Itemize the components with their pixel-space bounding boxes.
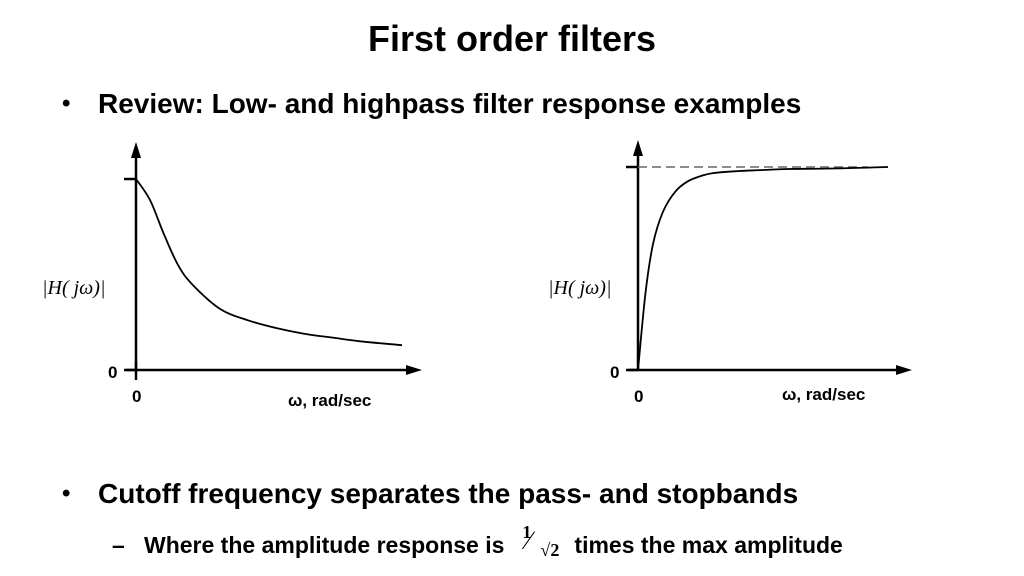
radical-icon: √: [540, 540, 551, 560]
bullet-review: • Review: Low- and highpass filter respo…: [62, 88, 801, 120]
bullet-dot: •: [62, 480, 71, 507]
y-axis-label: |H( jω)|: [548, 277, 611, 299]
fraction-numerator: 1: [522, 522, 532, 542]
x-tick-zero: 0: [132, 387, 141, 406]
x-axis-arrow: [406, 365, 422, 375]
sub-bullet-prefix: Where the amplitude response is: [144, 531, 505, 558]
highpass-curve: [637, 166, 889, 371]
sub-bullet-amplitude: – Where the amplitude response is 1 ⁄ √2…: [112, 522, 843, 566]
one-over-root-two-fraction: 1 ⁄ √2: [520, 522, 564, 566]
x-axis-label: ω, rad/sec: [782, 385, 865, 404]
fraction-slash: ⁄: [526, 526, 531, 555]
y-axis-arrow: [633, 140, 643, 156]
y-axis-arrow: [131, 142, 141, 158]
bullet-dot: •: [62, 90, 71, 117]
radicand: 2: [550, 540, 560, 560]
highpass-plot: |H( jω)| 0 0 ω, rad/sec: [548, 140, 912, 406]
sub-bullet-dash: –: [112, 531, 125, 558]
bullet-cutoff: • Cutoff frequency separates the pass- a…: [62, 478, 798, 510]
x-tick-zero: 0: [634, 387, 643, 406]
y-tick-zero: 0: [610, 363, 619, 382]
bullet-cutoff-text: Cutoff frequency separates the pass- and…: [98, 478, 799, 509]
bullet-review-text: Review: Low- and highpass filter respons…: [98, 88, 802, 119]
fraction-denominator: √2: [540, 540, 559, 561]
y-axis-label: |H( jω)|: [42, 277, 105, 299]
lowpass-curve: [135, 178, 403, 347]
sub-bullet-suffix: times the max amplitude: [574, 531, 843, 558]
x-axis-arrow: [896, 365, 912, 375]
y-tick-zero: 0: [108, 363, 117, 382]
lowpass-plot: |H( jω)| 0 0 ω, rad/sec: [42, 142, 422, 410]
x-axis-label: ω, rad/sec: [288, 391, 371, 410]
slide-title: First order filters: [367, 18, 657, 59]
